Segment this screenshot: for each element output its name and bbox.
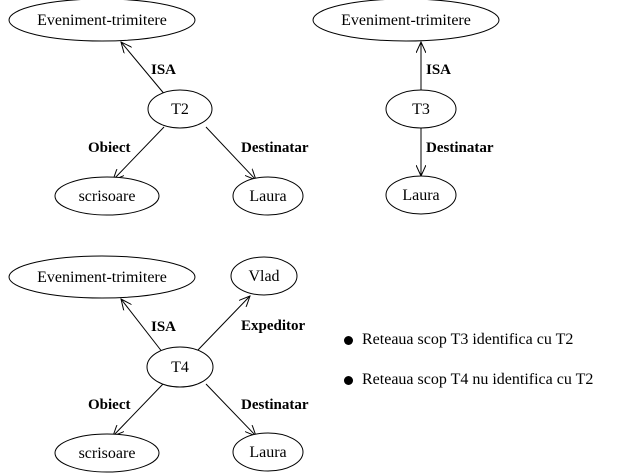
edge-t3-recipient-label: Destinatar xyxy=(426,140,494,156)
node-t4-center-label: T4 xyxy=(171,359,189,376)
node-t4-sender xyxy=(230,256,298,296)
edge-t3-isa-label: ISA xyxy=(426,62,451,78)
edge-t4-sender-label: Expeditor xyxy=(241,318,306,334)
note-text: Reteaua scop T3 identifica cu T2 xyxy=(362,331,574,348)
edge-t2-object-line xyxy=(113,126,165,180)
edge-t2-isa-line xyxy=(121,42,167,97)
node-t4-recipient-label: Laura xyxy=(249,444,286,461)
node-t2-recipient-label: Laura xyxy=(249,188,286,205)
node-t2-object xyxy=(54,176,160,216)
node-t4-center xyxy=(146,346,214,388)
edge-t4-object-label: Obiect xyxy=(88,397,131,413)
node-t2-center-label: T2 xyxy=(171,101,189,118)
edge-t4-sender-line xyxy=(196,296,250,352)
node-t2-recipient xyxy=(232,176,304,216)
node-t3-center xyxy=(385,89,457,129)
edge-t4-recipient-line xyxy=(205,383,256,436)
note-item: Reteaua scop T3 identifica cu T2 xyxy=(344,330,593,350)
edge-t2-isa-label: ISA xyxy=(151,62,176,78)
node-t3-event xyxy=(312,0,500,42)
node-t4-event xyxy=(8,255,196,299)
edge-t4-isa-label: ISA xyxy=(151,319,176,335)
node-t4-recipient xyxy=(232,432,304,472)
edge-t2-object-label: Obiect xyxy=(88,140,131,156)
network-t4: Eveniment-trimitere Vlad T4 scrisoare La… xyxy=(8,255,309,473)
network-t2: Eveniment-trimitere T2 scrisoare Laura I… xyxy=(8,0,309,216)
node-t2-event xyxy=(8,0,196,42)
node-t4-object-label: scrisoare xyxy=(79,445,136,462)
node-t4-event-label: Eveniment-trimitere xyxy=(37,269,167,286)
bullet-icon xyxy=(344,336,353,345)
node-t2-event-label: Eveniment-trimitere xyxy=(37,12,167,29)
node-t3-recipient xyxy=(385,175,457,215)
node-t4-sender-label: Vlad xyxy=(248,268,279,285)
network-t3: Eveniment-trimitere T3 Laura ISA Destina… xyxy=(312,0,500,215)
notes-list: Reteaua scop T3 identifica cu T2 Reteaua… xyxy=(344,330,593,410)
bullet-icon xyxy=(344,376,353,385)
edge-t2-recipient-label: Destinatar xyxy=(241,140,309,156)
note-item: Reteaua scop T4 nu identifica cu T2 xyxy=(344,370,593,390)
node-t3-center-label: T3 xyxy=(412,101,430,118)
node-t3-event-label: Eveniment-trimitere xyxy=(341,12,471,29)
edge-t4-object-line xyxy=(113,383,164,436)
note-text: Reteaua scop T4 nu identifica cu T2 xyxy=(362,371,594,388)
edge-t2-recipient-line xyxy=(205,126,256,180)
edge-t4-isa-line xyxy=(121,299,164,354)
node-t3-recipient-label: Laura xyxy=(402,187,439,204)
node-t2-object-label: scrisoare xyxy=(79,188,136,205)
node-t2-center xyxy=(147,89,213,129)
edge-t4-recipient-label: Destinatar xyxy=(241,397,309,413)
node-t4-object xyxy=(54,433,160,473)
